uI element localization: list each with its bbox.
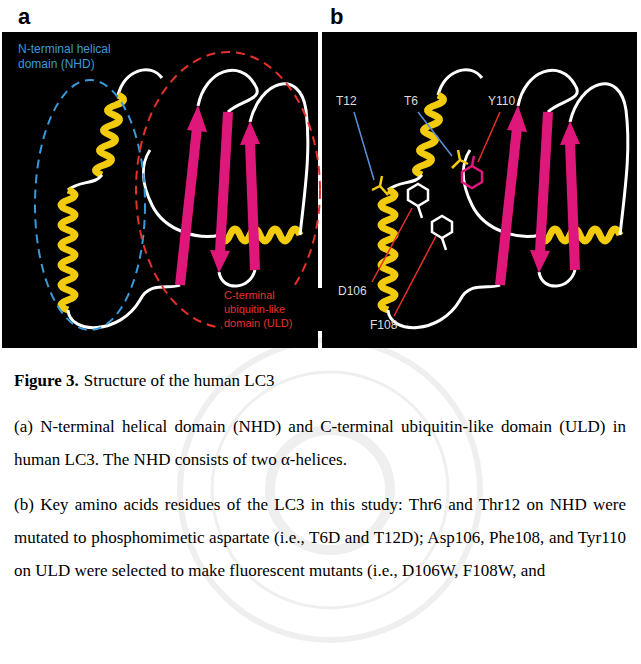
- caption-title: Figure 3. Structure of the human LC3: [14, 364, 626, 398]
- figure-number: Figure 3.: [14, 371, 79, 390]
- caption-paragraph: (a) N-terminal helical domain (NHD) and …: [14, 410, 626, 476]
- residue-label: T12: [336, 94, 357, 108]
- residue-label: D106: [338, 284, 367, 298]
- panel-b: [322, 32, 637, 348]
- figure-title: Structure of the human LC3: [84, 371, 275, 390]
- caption-paragraph: (b) Key amino acids residues of the LC3 …: [14, 488, 626, 587]
- panel-letter: b: [330, 4, 343, 30]
- domain-label: C-terminal ubiquitin-like domain (ULD): [222, 288, 322, 331]
- caption: Figure 3. Structure of the human LC3 (a) N…: [14, 364, 626, 587]
- domain-label: N-terminal helical domain (NHD): [18, 42, 140, 72]
- residue-label: Y110: [488, 94, 515, 108]
- residue-label: T6: [404, 94, 418, 108]
- residue-label: F108: [370, 318, 397, 332]
- panel-letter: a: [18, 4, 30, 30]
